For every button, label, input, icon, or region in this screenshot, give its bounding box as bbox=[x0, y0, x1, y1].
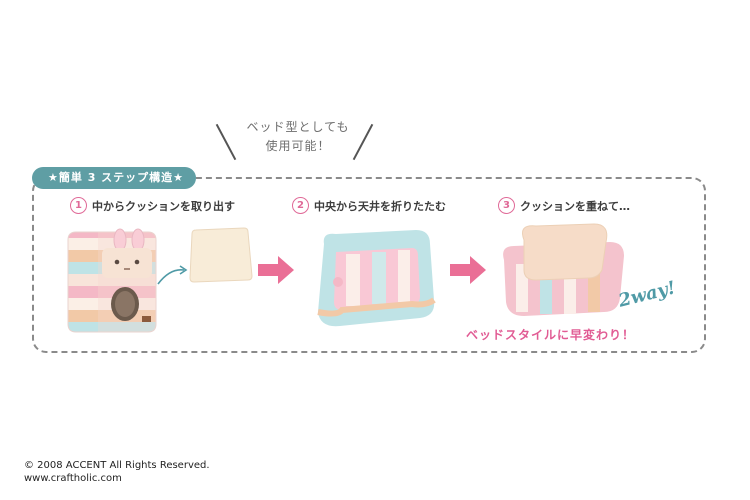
step-2-illustration bbox=[317, 230, 436, 327]
step-3-title: 3 クッションを重ねて… bbox=[498, 197, 630, 214]
footer: © 2008 ACCENT All Rights Reserved. www.c… bbox=[24, 459, 210, 485]
step-3-illustration bbox=[503, 223, 624, 316]
steps-frame bbox=[32, 177, 706, 353]
curved-arrow-icon bbox=[157, 268, 185, 285]
step-3-text: クッションを重ねて… bbox=[520, 199, 630, 213]
step-arrow-icon bbox=[258, 256, 294, 284]
step-1-title: 1 中からクッションを取り出す bbox=[70, 197, 235, 214]
step-1-illustration bbox=[67, 227, 253, 333]
callout-line-1: ベッド型としても bbox=[246, 120, 350, 134]
step-2-number: 2 bbox=[292, 197, 309, 214]
step-3-number: 3 bbox=[498, 197, 515, 214]
step-1-text: 中からクッションを取り出す bbox=[92, 199, 235, 213]
bed-style-callout: ベッド型としても 使用可能！ bbox=[228, 118, 368, 156]
bed-style-caption: ベッドスタイルに早変わり！ bbox=[466, 328, 636, 342]
step-1-number: 1 bbox=[70, 197, 87, 214]
copyright-text: © 2008 ACCENT All Rights Reserved. bbox=[24, 460, 210, 471]
three-step-badge: ★簡単 3 ステップ構造★ bbox=[32, 167, 197, 189]
website-link[interactable]: www.craftholic.com bbox=[24, 473, 122, 484]
step-2-title: 2 中央から天井を折りたたむ bbox=[292, 197, 446, 214]
step-2-text: 中央から天井を折りたたむ bbox=[314, 199, 446, 213]
step-arrow-icon bbox=[450, 256, 486, 284]
callout-line-2: 使用可能！ bbox=[265, 139, 331, 153]
